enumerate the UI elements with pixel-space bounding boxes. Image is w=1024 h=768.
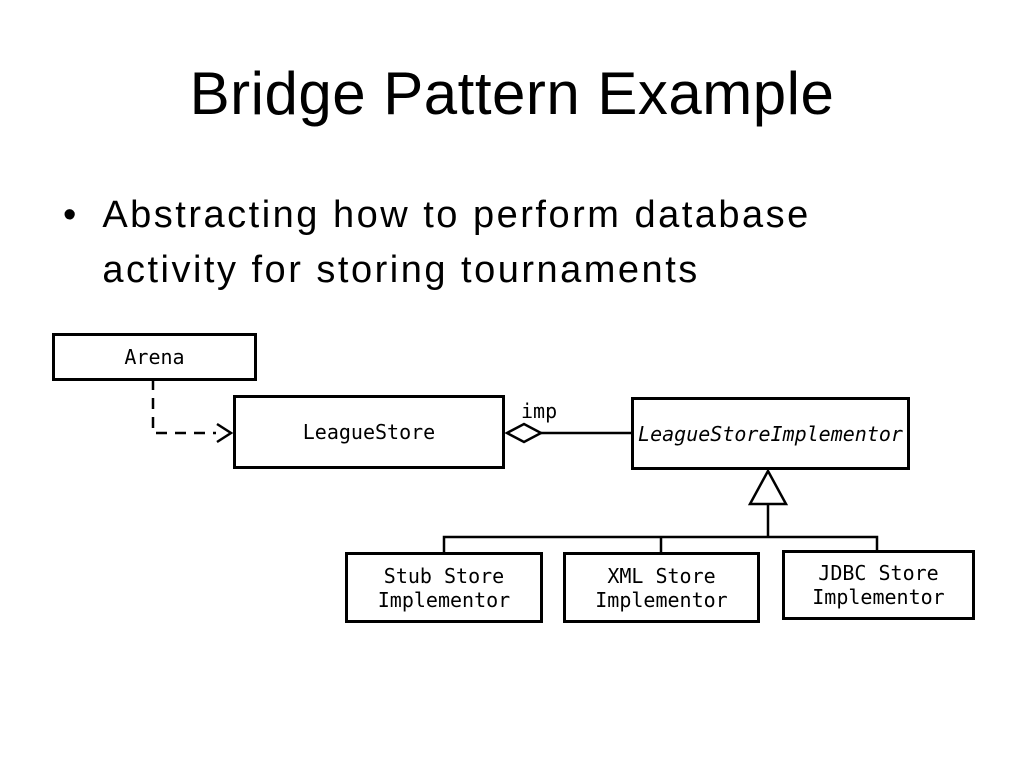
class-label-jdbc-line2: Implementor: [812, 585, 945, 609]
dependency-dashed-line: [151, 379, 216, 435]
class-label-leaguestore-implementor: LeagueStoreImplementor: [638, 421, 903, 446]
aggregation-diamond-icon: [504, 422, 544, 444]
class-box-xml-store-implementor: XML Store Implementor: [563, 552, 760, 623]
class-box-leaguestore: LeagueStore: [233, 395, 505, 469]
page-title: Bridge Pattern Example: [189, 60, 835, 127]
class-box-arena: Arena: [52, 333, 257, 381]
bullet-icon: •: [63, 194, 77, 236]
bullet-text: Abstracting how to perform database acti…: [102, 194, 811, 291]
class-box-stub-store-implementor: Stub Store Implementor: [345, 552, 543, 623]
class-label-xml-line2: Implementor: [595, 587, 728, 612]
class-label-arena: Arena: [124, 345, 185, 369]
class-label-stub-line2: Implementor: [377, 587, 511, 612]
class-label-xml-line1: XML Store: [607, 563, 716, 588]
class-box-jdbc-store-implementor: JDBC Store Implementor: [782, 550, 975, 620]
aggregation-edge-label: imp: [521, 399, 558, 423]
dependency-arrowhead-icon: [216, 422, 234, 444]
inheritance-triangle-icon: [747, 468, 789, 506]
class-label-stub-line1: Stub Store: [383, 563, 505, 588]
bullet-item: • Abstracting how to perform database ac…: [63, 188, 863, 298]
class-label-jdbc-line1: JDBC Store: [818, 561, 939, 585]
class-box-leaguestore-implementor: LeagueStoreImplementor: [631, 397, 910, 470]
class-label-leaguestore: LeagueStore: [302, 420, 436, 444]
